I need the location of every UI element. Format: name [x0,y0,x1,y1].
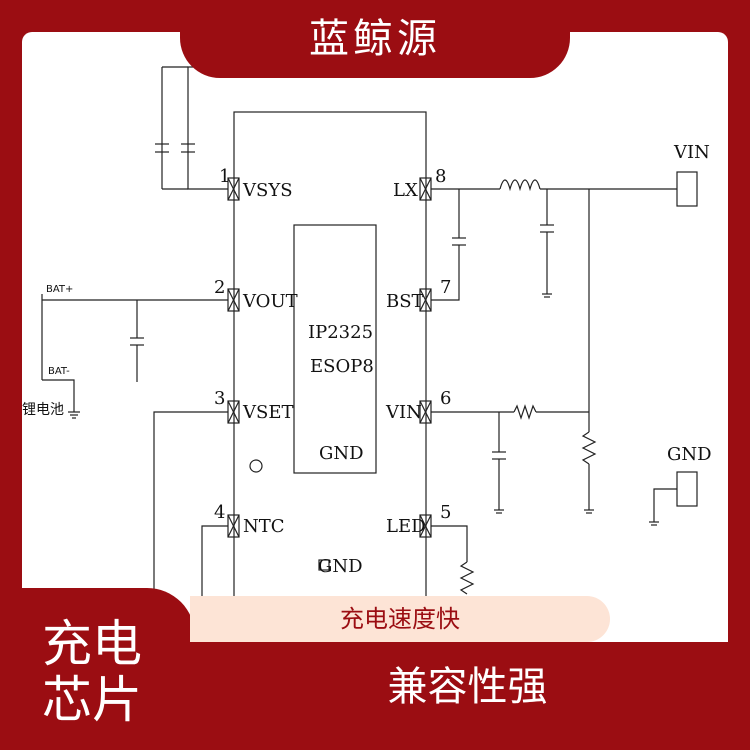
chip-bottom-gnd-label: GND [318,556,363,577]
pin-name-vin: VIN [385,402,422,423]
schematic-labels: 1 VSYS 2 VOUT 3 VSET 4 NTC 8 LX 7 BST 6 … [22,142,712,577]
bat-plus-label: BAT+ [46,284,73,295]
battery-label: 锂电池 [22,402,64,418]
chip-package: ESOP8 [310,356,374,377]
pin-name-lx: LX [393,180,418,201]
pin-num-5: 5 [440,502,451,523]
pin-name-led: LED [386,516,426,537]
pin-num-4: 4 [214,502,225,523]
pin-name-bst: BST [386,291,424,312]
brand-title: 蓝鲸源 [180,0,570,78]
pin-num-3: 3 [214,388,225,409]
pin-name-vsys: VSYS [242,180,293,201]
feature-pill-compatibility: 兼容性强 [185,642,750,750]
circuit-schematic [41,66,698,653]
pin-num-1: 1 [219,166,230,187]
pin-num-7: 7 [440,277,451,298]
pin-num-8: 8 [435,166,446,187]
badge-line-1: 充电 [42,615,142,673]
feature-pill-charging-speed: 充电速度快 [190,596,610,642]
badge-line-2: 芯片 [42,671,142,729]
chip-inner-pad [293,224,377,474]
pin-name-vout: VOUT [242,291,298,312]
pin-num-6: 6 [440,388,451,409]
chip-part-number: IP2325 [308,322,373,343]
pin-name-ntc: NTC [243,516,285,537]
pin-num-2: 2 [214,277,225,298]
chip-gnd-label: GND [319,443,364,464]
pin-name-vset: VSET [242,402,293,423]
bat-minus-label: BAT- [48,366,70,377]
terminal-gnd-label: GND [667,444,712,465]
badge-panel: 充电 芯片 [0,588,195,750]
terminal-vin-label: VIN [673,142,710,163]
